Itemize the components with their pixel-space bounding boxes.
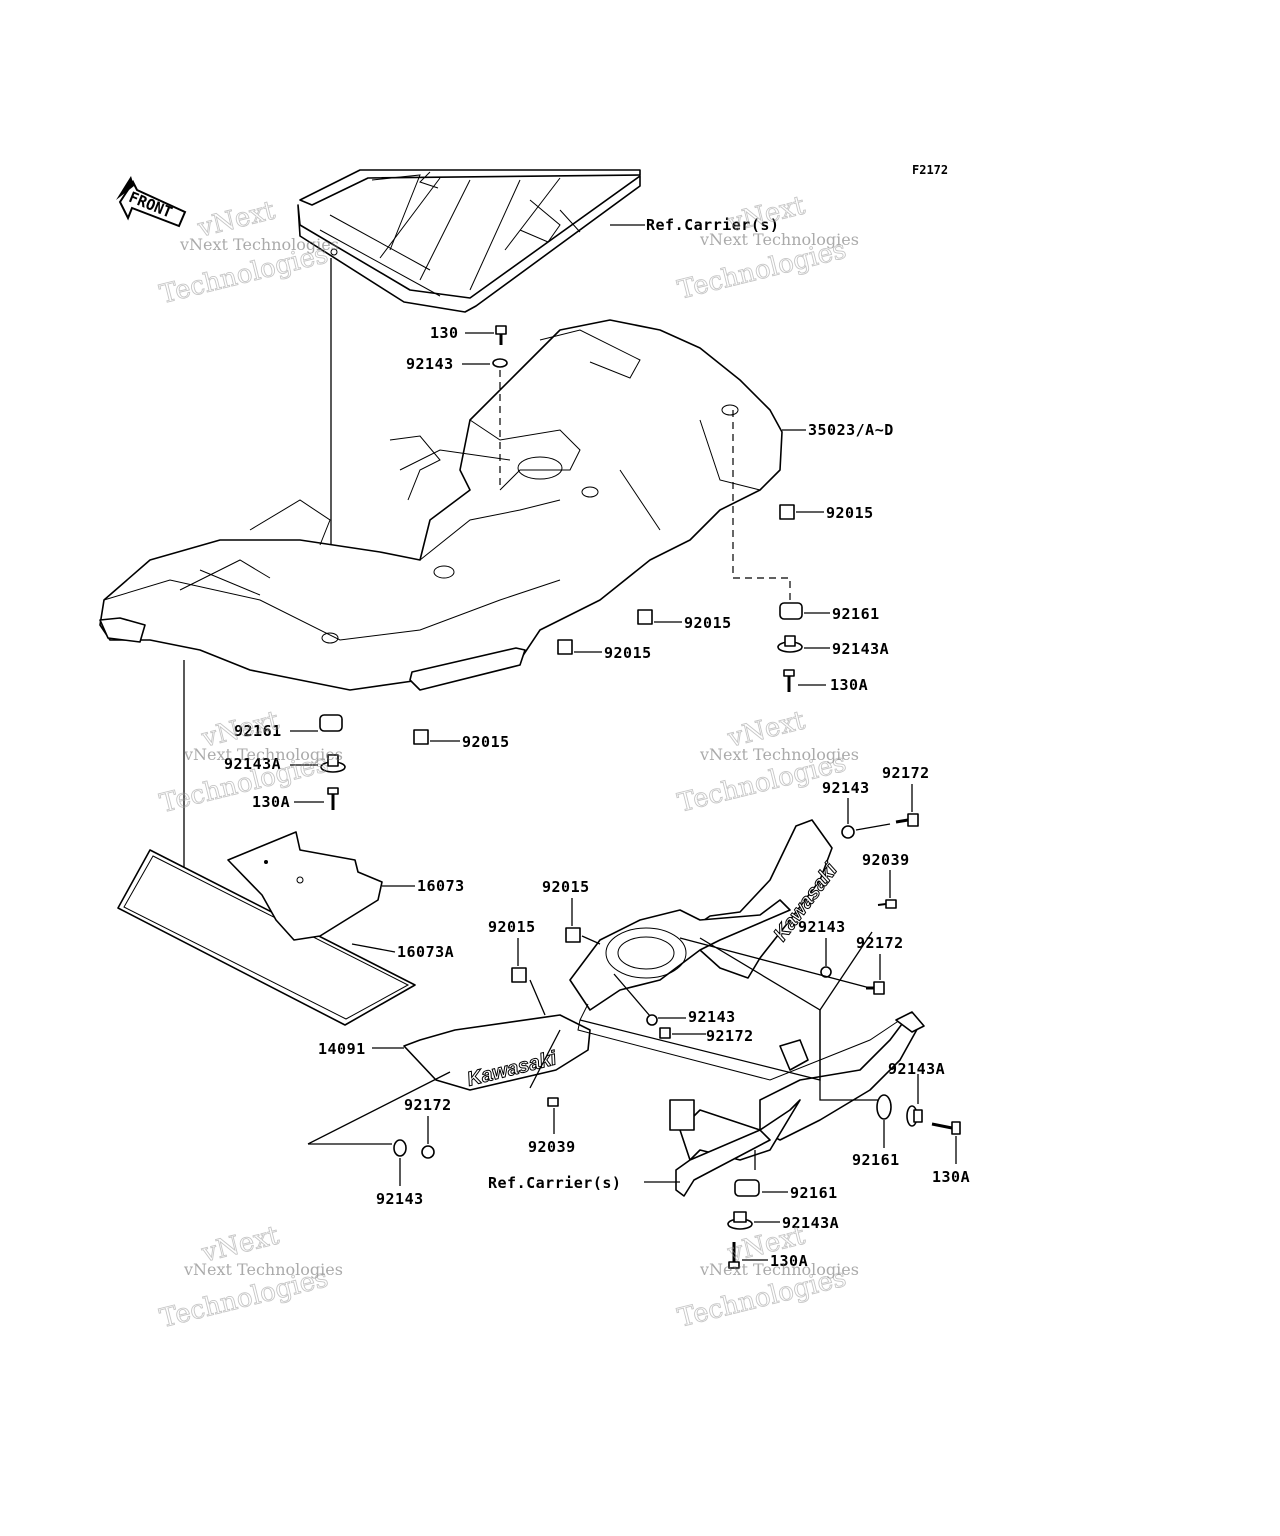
label-92172-b: 92172 [856,934,904,952]
bolt-130A-c-icon [728,1242,740,1269]
label-35023: 35023/A~D [808,421,894,439]
clip-92015-r2-icon [637,609,653,625]
leader-92143-a [855,823,891,831]
washer-92143-a-icon [841,825,855,839]
label-14091: 14091 [318,1040,366,1058]
label-92015-c: 92015 [542,878,590,896]
screw-92039-a-icon [877,899,897,909]
svg-text:vNext Technologies: vNext Technologies [179,235,339,254]
label-ref-carrier-top: Ref.Carrier(s) [646,216,779,234]
grommet-92161-r-icon [779,602,803,620]
label-92015-r3: 92015 [604,644,652,662]
leader-92172-b-long [679,937,871,989]
label-92172-d: 92172 [404,1096,452,1114]
collar-92143A-l-icon [320,754,346,773]
bolt-130-top-icon [495,325,507,345]
label-92143-a: 92143 [822,779,870,797]
label-92161-c: 92161 [790,1184,838,1202]
rear-fender [99,319,783,691]
clip-92015-r3-icon [557,639,573,655]
svg-text:vNext Technologies: vNext Technologies [699,1260,859,1279]
label-92143-top: 92143 [406,355,454,373]
carrier-rack-top [297,169,641,313]
grommet-92161-c-icon [734,1179,760,1197]
label-92143A-l: 92143A [224,755,281,773]
label-92143A-b: 92143A [888,1060,945,1078]
mat-16073 [227,831,383,941]
svg-text:vNext Technologies: vNext Technologies [699,745,859,764]
nut-92172-d-icon [421,1145,435,1159]
washer-92143-top-icon [492,358,508,368]
grommet-92161-b-icon [876,1094,892,1120]
watermark-2: vNext Technologies vNext Technologies [674,190,859,306]
leader-lower-c [307,1071,451,1145]
label-92015-r4: 92015 [462,733,510,751]
bolt-130A-l-icon [327,787,339,810]
label-ref-carrier-bottom: Ref.Carrier(s) [488,1174,621,1192]
collar-92143A-b-icon [906,1105,923,1127]
label-92161-l: 92161 [234,722,282,740]
label-92172-c: 92172 [706,1027,754,1045]
label-16073: 16073 [417,877,465,895]
washer-92143-c-icon [646,1014,658,1026]
collar-92143A-r-icon [777,635,803,653]
leader-lower-e [529,1029,561,1089]
leader-16073A [351,943,396,953]
label-92015-d: 92015 [488,918,536,936]
label-130-top: 130 [430,324,459,342]
dash-right [732,410,791,600]
svg-text:vNext Technologies: vNext Technologies [183,1260,343,1279]
label-92015-r1: 92015 [826,504,874,522]
mat-16073A [117,849,416,1026]
screw-92172-c-icon [659,1027,671,1039]
label-130A-b: 130A [932,1168,970,1186]
front-arrow-icon: FRONT [116,176,187,228]
svg-text:vNext Technologies: vNext Technologies [183,745,343,764]
collar-92143A-c-icon [727,1211,753,1230]
watermark-5: vNext Technologies vNext Technologies [156,1220,343,1334]
clip-92015-r4-icon [413,729,429,745]
label-92172-a: 92172 [882,764,930,782]
label-92039-a: 92039 [862,851,910,869]
label-92161-r: 92161 [832,605,880,623]
label-130A-r: 130A [830,676,868,694]
clip-92015-d-icon [511,967,527,983]
washer-92143-d-icon [393,1139,407,1157]
watermark-4: vNext Technologies vNext Technologies [674,705,859,819]
label-130A-c: 130A [770,1252,808,1270]
bolt-130A-r-icon [783,669,795,692]
label-92161-b: 92161 [852,1151,900,1169]
clip-92015-c-icon [565,927,581,943]
screw-92039-b-icon [547,1097,559,1107]
screw-92172-a-icon [895,813,919,827]
label-92015-r2: 92015 [684,614,732,632]
label-92143A-r: 92143A [832,640,889,658]
svg-text:vNext Technologies: vNext Technologies [699,230,859,249]
label-92039-b: 92039 [528,1138,576,1156]
grommet-92161-l-icon [319,714,343,732]
figure-code: F2172 [912,163,948,177]
side-cover-left: Kawasaki [403,1014,591,1091]
clip-92015-r1-icon [779,504,795,520]
leader-92015-d-2 [529,979,546,1016]
label-92143-b: 92143 [798,918,846,936]
watermark-6: vNext Technologies vNext Technologies [674,1220,859,1334]
front-label: FRONT [126,188,175,222]
label-130A-l: 130A [252,793,290,811]
side-cover-right: Kawasaki [689,819,843,979]
frame-lower [569,899,925,1197]
leader-lower-g [819,1010,880,1101]
label-92143-d: 92143 [376,1190,424,1208]
leader-92015-c-2 [581,935,601,945]
leader-center-diag [613,973,651,1017]
label-92143A-c: 92143A [782,1214,839,1232]
label-16073A: 16073A [397,943,454,961]
label-92143-c: 92143 [688,1008,736,1026]
bolt-130A-b-icon [931,1121,961,1135]
leader-lower-b [819,931,873,1011]
